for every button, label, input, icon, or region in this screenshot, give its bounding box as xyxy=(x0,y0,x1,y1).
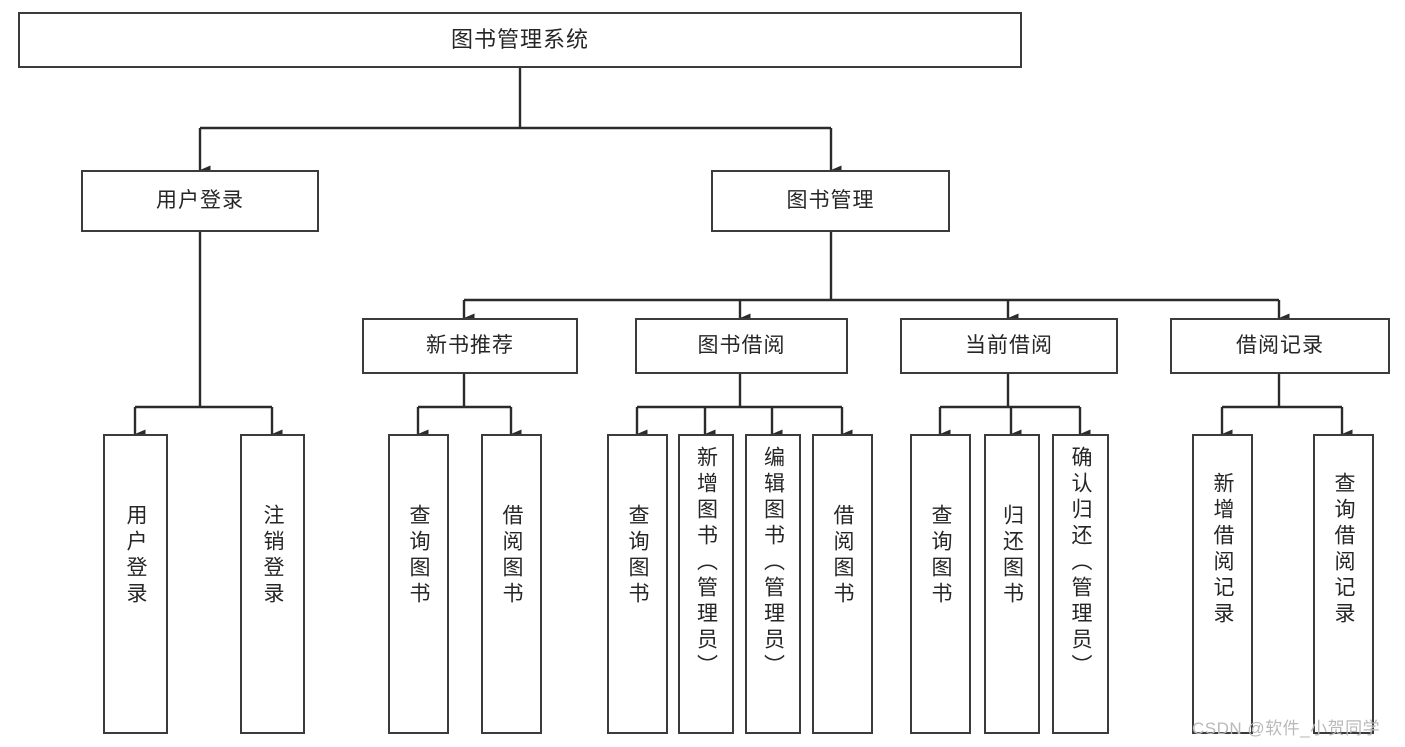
node-label: 确认归还（管理员） xyxy=(1069,446,1092,680)
node-leaf-return-book[interactable]: 归还图书 xyxy=(984,434,1040,734)
node-current-borrow[interactable]: 当前借阅 xyxy=(900,318,1118,374)
node-label: 归还图书 xyxy=(1000,504,1024,608)
node-root-book-management-system[interactable]: 图书管理系统 xyxy=(18,12,1022,68)
node-leaf-add-book[interactable]: 新增图书（管理员） xyxy=(678,434,734,734)
node-leaf-confirm-return[interactable]: 确认归还（管理员） xyxy=(1052,434,1109,734)
node-book-manage[interactable]: 图书管理 xyxy=(711,170,950,232)
node-leaf-add-borrow-record[interactable]: 新增借阅记录 xyxy=(1192,434,1253,734)
node-label: 查询借阅记录 xyxy=(1332,472,1355,628)
node-leaf-query-book-new[interactable]: 查询图书 xyxy=(388,434,449,734)
node-label: 图书借阅 xyxy=(697,333,786,357)
node-book-borrow[interactable]: 图书借阅 xyxy=(635,318,848,374)
node-leaf-user-login[interactable]: 用户登录 xyxy=(103,434,168,734)
csdn-watermark: CSDN @软件_小贺同学 xyxy=(1192,719,1381,738)
node-label: 查询图书 xyxy=(407,504,430,608)
node-label: 借阅记录 xyxy=(1236,333,1324,357)
node-label: 新书推荐 xyxy=(426,333,514,357)
node-label: 图书管理 xyxy=(786,188,875,212)
node-user-login[interactable]: 用户登录 xyxy=(81,170,319,232)
node-leaf-query-borrow-record[interactable]: 查询借阅记录 xyxy=(1313,434,1374,734)
node-label: 查询图书 xyxy=(626,504,649,608)
node-label: 新增图书（管理员） xyxy=(694,446,718,680)
node-label: 借阅图书 xyxy=(500,504,523,608)
node-label: 图书管理系统 xyxy=(450,27,589,53)
node-label: 编辑图书（管理员） xyxy=(761,446,785,680)
node-leaf-edit-book[interactable]: 编辑图书（管理员） xyxy=(745,434,801,734)
node-leaf-query-book-current[interactable]: 查询图书 xyxy=(910,434,971,734)
node-leaf-borrow-book-borrow[interactable]: 借阅图书 xyxy=(812,434,873,734)
node-label: 当前借阅 xyxy=(965,333,1053,357)
node-label: 注销登录 xyxy=(261,504,284,608)
node-label: 借阅图书 xyxy=(831,504,854,608)
node-label: 用户登录 xyxy=(124,504,147,608)
node-label: 新增借阅记录 xyxy=(1211,472,1234,628)
node-new-book-recommend[interactable]: 新书推荐 xyxy=(362,318,578,374)
node-leaf-query-book-borrow[interactable]: 查询图书 xyxy=(607,434,668,734)
node-label: 查询图书 xyxy=(929,504,952,608)
node-borrow-record[interactable]: 借阅记录 xyxy=(1170,318,1390,374)
node-label: 用户登录 xyxy=(156,188,244,212)
node-leaf-borrow-book-new[interactable]: 借阅图书 xyxy=(481,434,542,734)
node-leaf-user-logout[interactable]: 注销登录 xyxy=(240,434,305,734)
